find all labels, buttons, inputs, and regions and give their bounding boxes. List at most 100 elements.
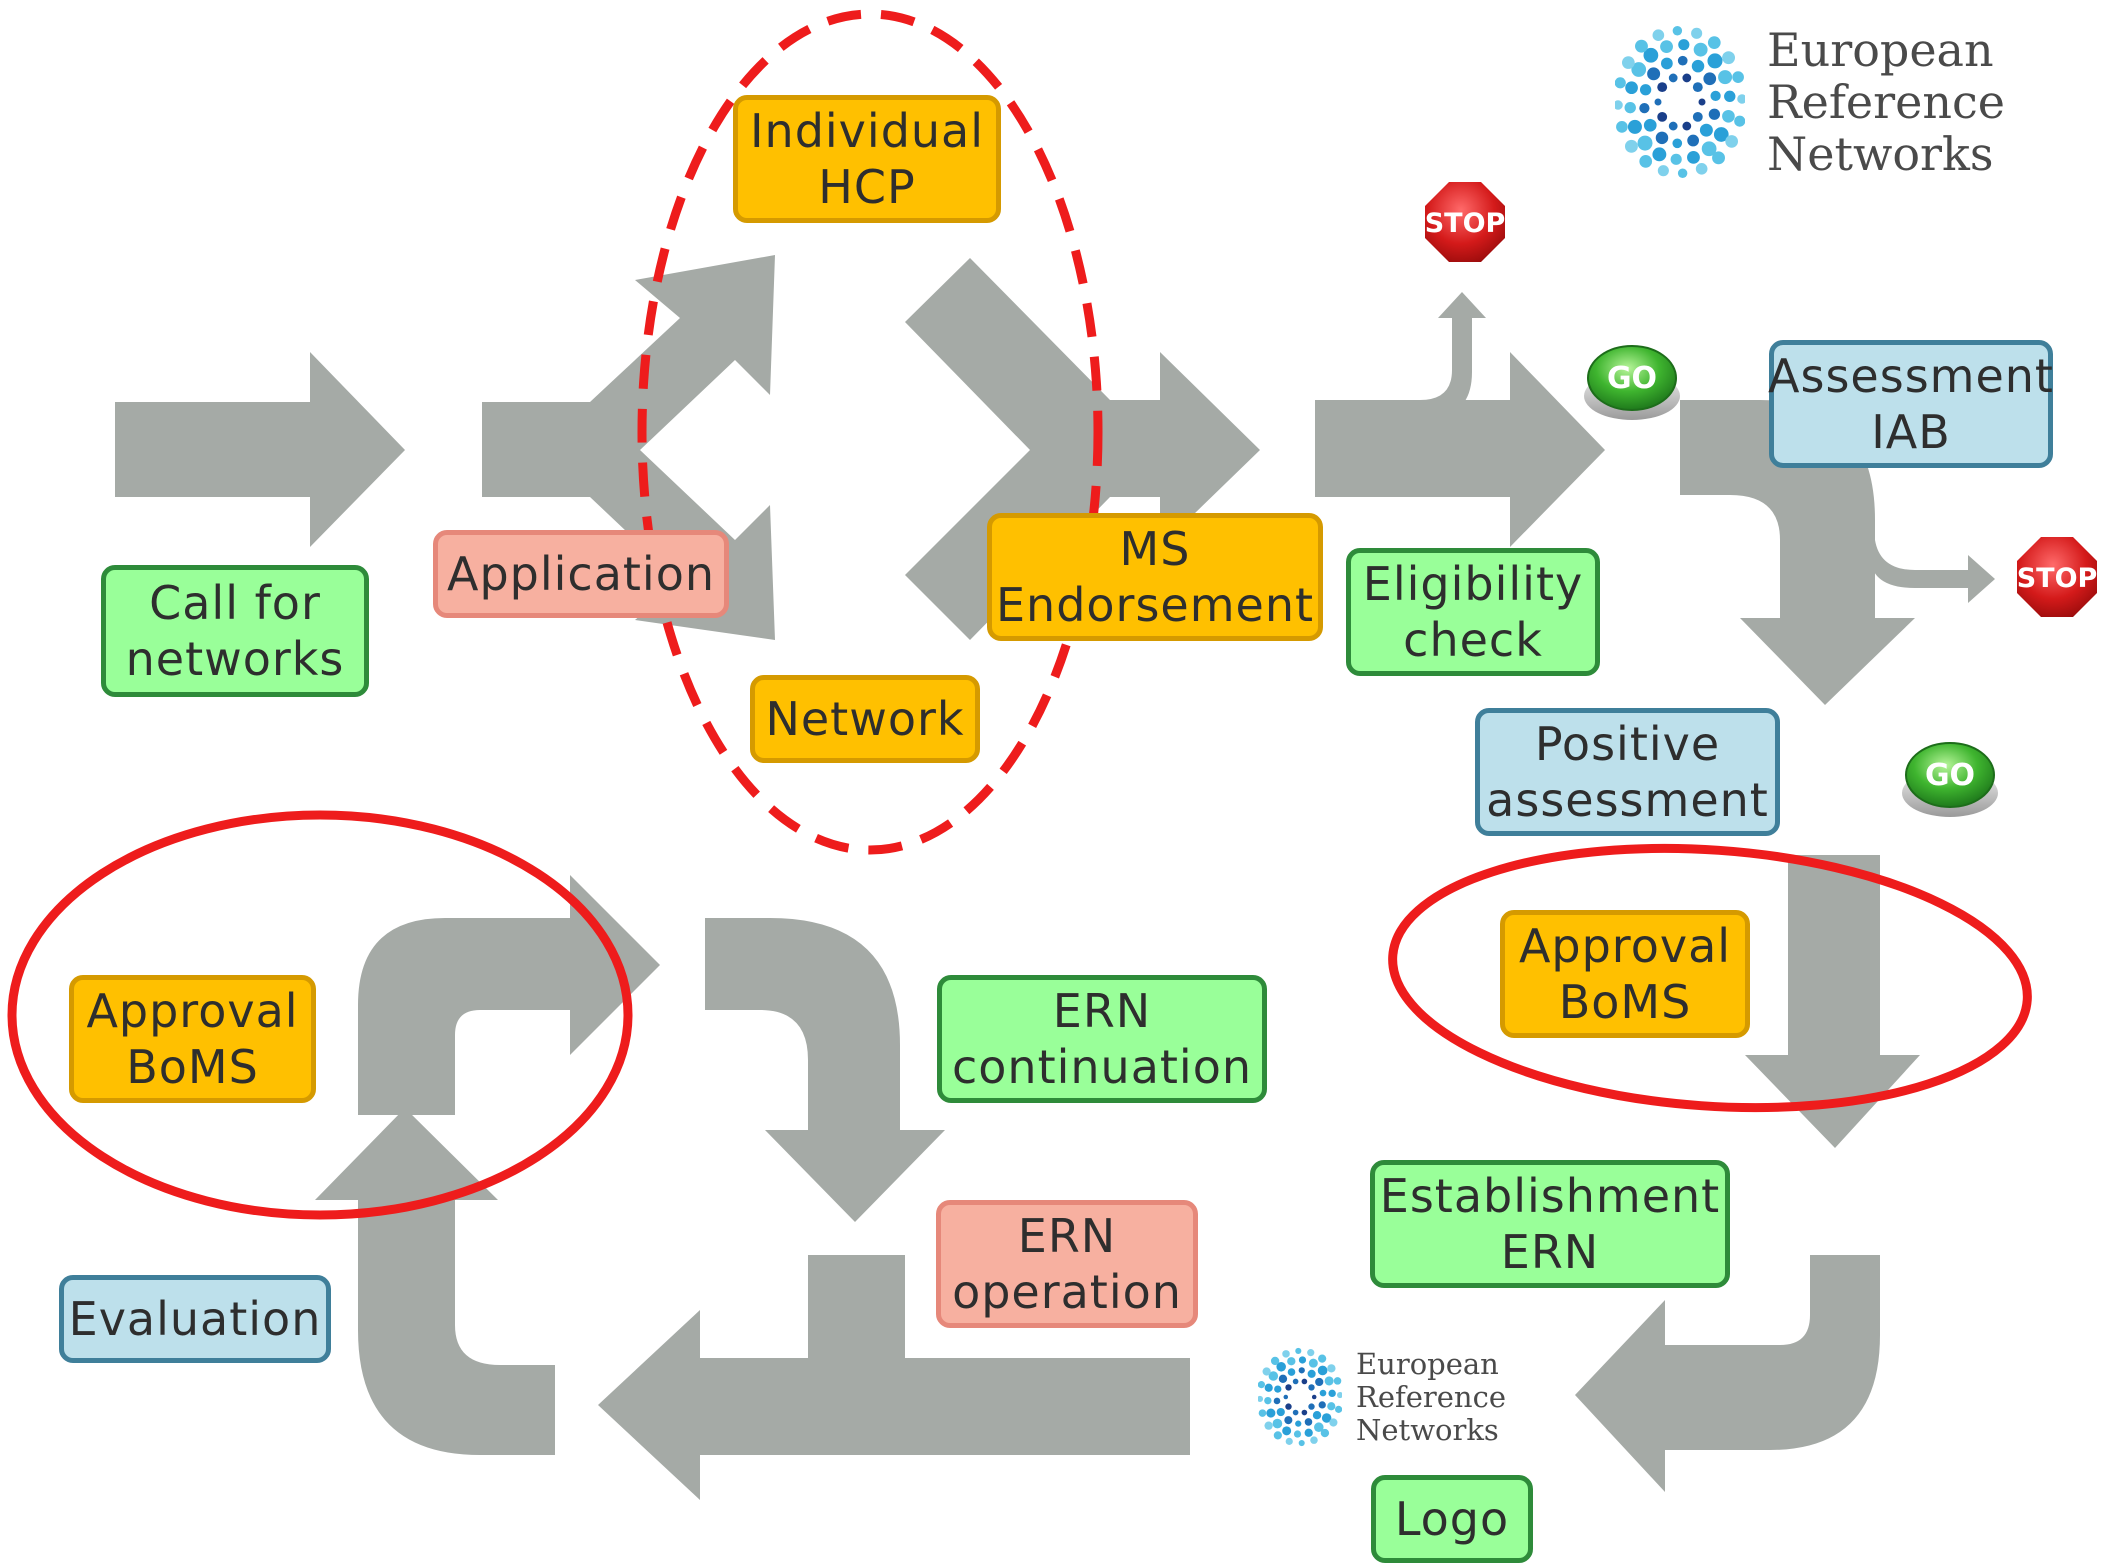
logo-dot — [1327, 1364, 1336, 1373]
establishment-ern-line2: ERN — [1500, 1225, 1600, 1279]
ern-operation-line2: operation — [952, 1265, 1182, 1319]
evaluation-box: Evaluation — [59, 1275, 331, 1363]
individual-hcp-line2: HCP — [818, 160, 916, 214]
logo-dot — [1710, 90, 1721, 101]
logo-dot — [1707, 53, 1723, 69]
logo-dot — [1718, 70, 1733, 85]
logo-dot — [1624, 139, 1638, 153]
logo-dot — [1270, 1356, 1280, 1366]
logo-dot — [1308, 1403, 1315, 1410]
arrow-continuation — [705, 918, 945, 1222]
logo-dot — [1698, 98, 1706, 106]
ern-logo-small: European Reference Networks — [1258, 1345, 1506, 1449]
positive-assessment-line2: assessment — [1486, 773, 1769, 827]
logo-dot — [1292, 1378, 1299, 1385]
logo-dot — [1328, 1389, 1336, 1398]
right-highlight-ellipse — [1388, 843, 2032, 1113]
logo-dot — [1691, 27, 1703, 39]
logo-dot — [1647, 67, 1661, 81]
logo-dot — [1295, 1420, 1302, 1427]
logo-dot — [1682, 121, 1692, 131]
call-for-networks-line1: Call for — [149, 576, 321, 630]
logo-dot — [1324, 1376, 1334, 1386]
logo-dot — [1314, 1422, 1324, 1432]
assessment-iab-box: Assessment IAB — [1768, 340, 2054, 468]
logo-dot — [1329, 1418, 1338, 1427]
logo-dot — [1643, 118, 1657, 132]
logo-dot — [1678, 39, 1690, 51]
logo-dot — [1317, 1365, 1328, 1376]
ern-continuation-box: ERN continuation — [937, 975, 1267, 1103]
logo-dot — [1301, 1409, 1308, 1416]
logo-line1: European — [1767, 23, 1994, 77]
logo-dot — [1712, 151, 1725, 165]
assessment-iab-line1: Assessment — [1768, 349, 2054, 403]
approval-boms-left-box: Approval BoMS — [69, 975, 316, 1103]
logo-box: Logo — [1371, 1475, 1533, 1563]
assessment-iab-line2: IAB — [1871, 405, 1951, 459]
logo-dot — [1695, 162, 1708, 175]
logo-dot — [1722, 51, 1736, 65]
logo-dot — [1661, 57, 1673, 70]
logo-dot — [1682, 73, 1692, 83]
logo-line2: Reference — [1356, 1379, 1506, 1414]
logo-dot — [1320, 1428, 1330, 1438]
logo-dot — [1318, 1354, 1327, 1363]
logo-dot — [1657, 111, 1668, 122]
logo-dot — [1692, 111, 1703, 122]
logo-dot — [1285, 1403, 1292, 1410]
logo-dot — [1654, 98, 1662, 106]
positive-assessment-box: Positive assessment — [1475, 708, 1780, 836]
logo-dot — [1258, 1381, 1265, 1389]
logo-dot — [1321, 1413, 1332, 1423]
logo-dot — [1308, 1358, 1318, 1368]
logo-dot — [1668, 121, 1678, 131]
application-label: Application — [446, 547, 716, 601]
logo-dot — [1264, 1421, 1273, 1430]
logo-dot — [1655, 131, 1669, 145]
logo-dot — [1312, 1411, 1322, 1420]
ern-logo-icon — [1258, 1347, 1342, 1447]
logo-dot — [1722, 109, 1735, 123]
individual-hcp-line1: Individual — [749, 104, 985, 158]
logo-dot — [1335, 1405, 1342, 1413]
go-button-label: GO — [1925, 758, 1975, 793]
logo-dot — [1274, 1385, 1282, 1393]
logo-dot — [1292, 1409, 1299, 1416]
go-button-label: GO — [1607, 361, 1657, 396]
eligibility-check-line1: Eligibility — [1362, 557, 1584, 611]
dashed-highlight-ellipse — [637, 9, 1103, 855]
approval-boms-right-box: Approval BoMS — [1500, 910, 1750, 1038]
logo-dot — [1660, 40, 1673, 54]
logo-dot — [1264, 1383, 1273, 1392]
ms-endorsement-line2: Endorsement — [995, 578, 1315, 632]
logo-dot — [1295, 1347, 1302, 1355]
logo-line3: Networks — [1767, 127, 1994, 181]
evaluation-label: Evaluation — [68, 1292, 322, 1346]
stop-sign-icon: STOP — [1421, 178, 1509, 266]
call-for-networks-line2: networks — [125, 632, 345, 686]
arrow-approval-loop — [358, 875, 660, 1115]
logo-dot — [1298, 1367, 1305, 1374]
logo-dot — [1307, 1349, 1315, 1357]
arrow-down-establishment — [1745, 855, 1920, 1148]
positive-assessment-line1: Positive — [1534, 717, 1721, 771]
logo-dot — [1652, 29, 1665, 42]
logo-dot — [1615, 100, 1623, 110]
logo-dot — [1621, 56, 1635, 69]
logo-dot — [1677, 55, 1688, 66]
establishment-ern-box: Establishment ERN — [1370, 1160, 1730, 1288]
arrow-establishment — [1575, 1255, 1880, 1492]
logo-line3: Networks — [1356, 1412, 1499, 1447]
ms-endorsement-box: MS Endorsement — [987, 513, 1323, 641]
logo-dot — [1692, 82, 1703, 93]
flow-arrows — [115, 255, 1995, 1500]
arrow-to-stop-top — [1420, 292, 1486, 418]
arrow-operation — [598, 1255, 1190, 1500]
logo-dot — [1657, 82, 1668, 93]
logo-dot — [1336, 1391, 1342, 1399]
logo-dot — [1262, 1367, 1271, 1376]
logo-dot — [1272, 1418, 1283, 1429]
left-highlight-ellipse — [7, 810, 633, 1220]
